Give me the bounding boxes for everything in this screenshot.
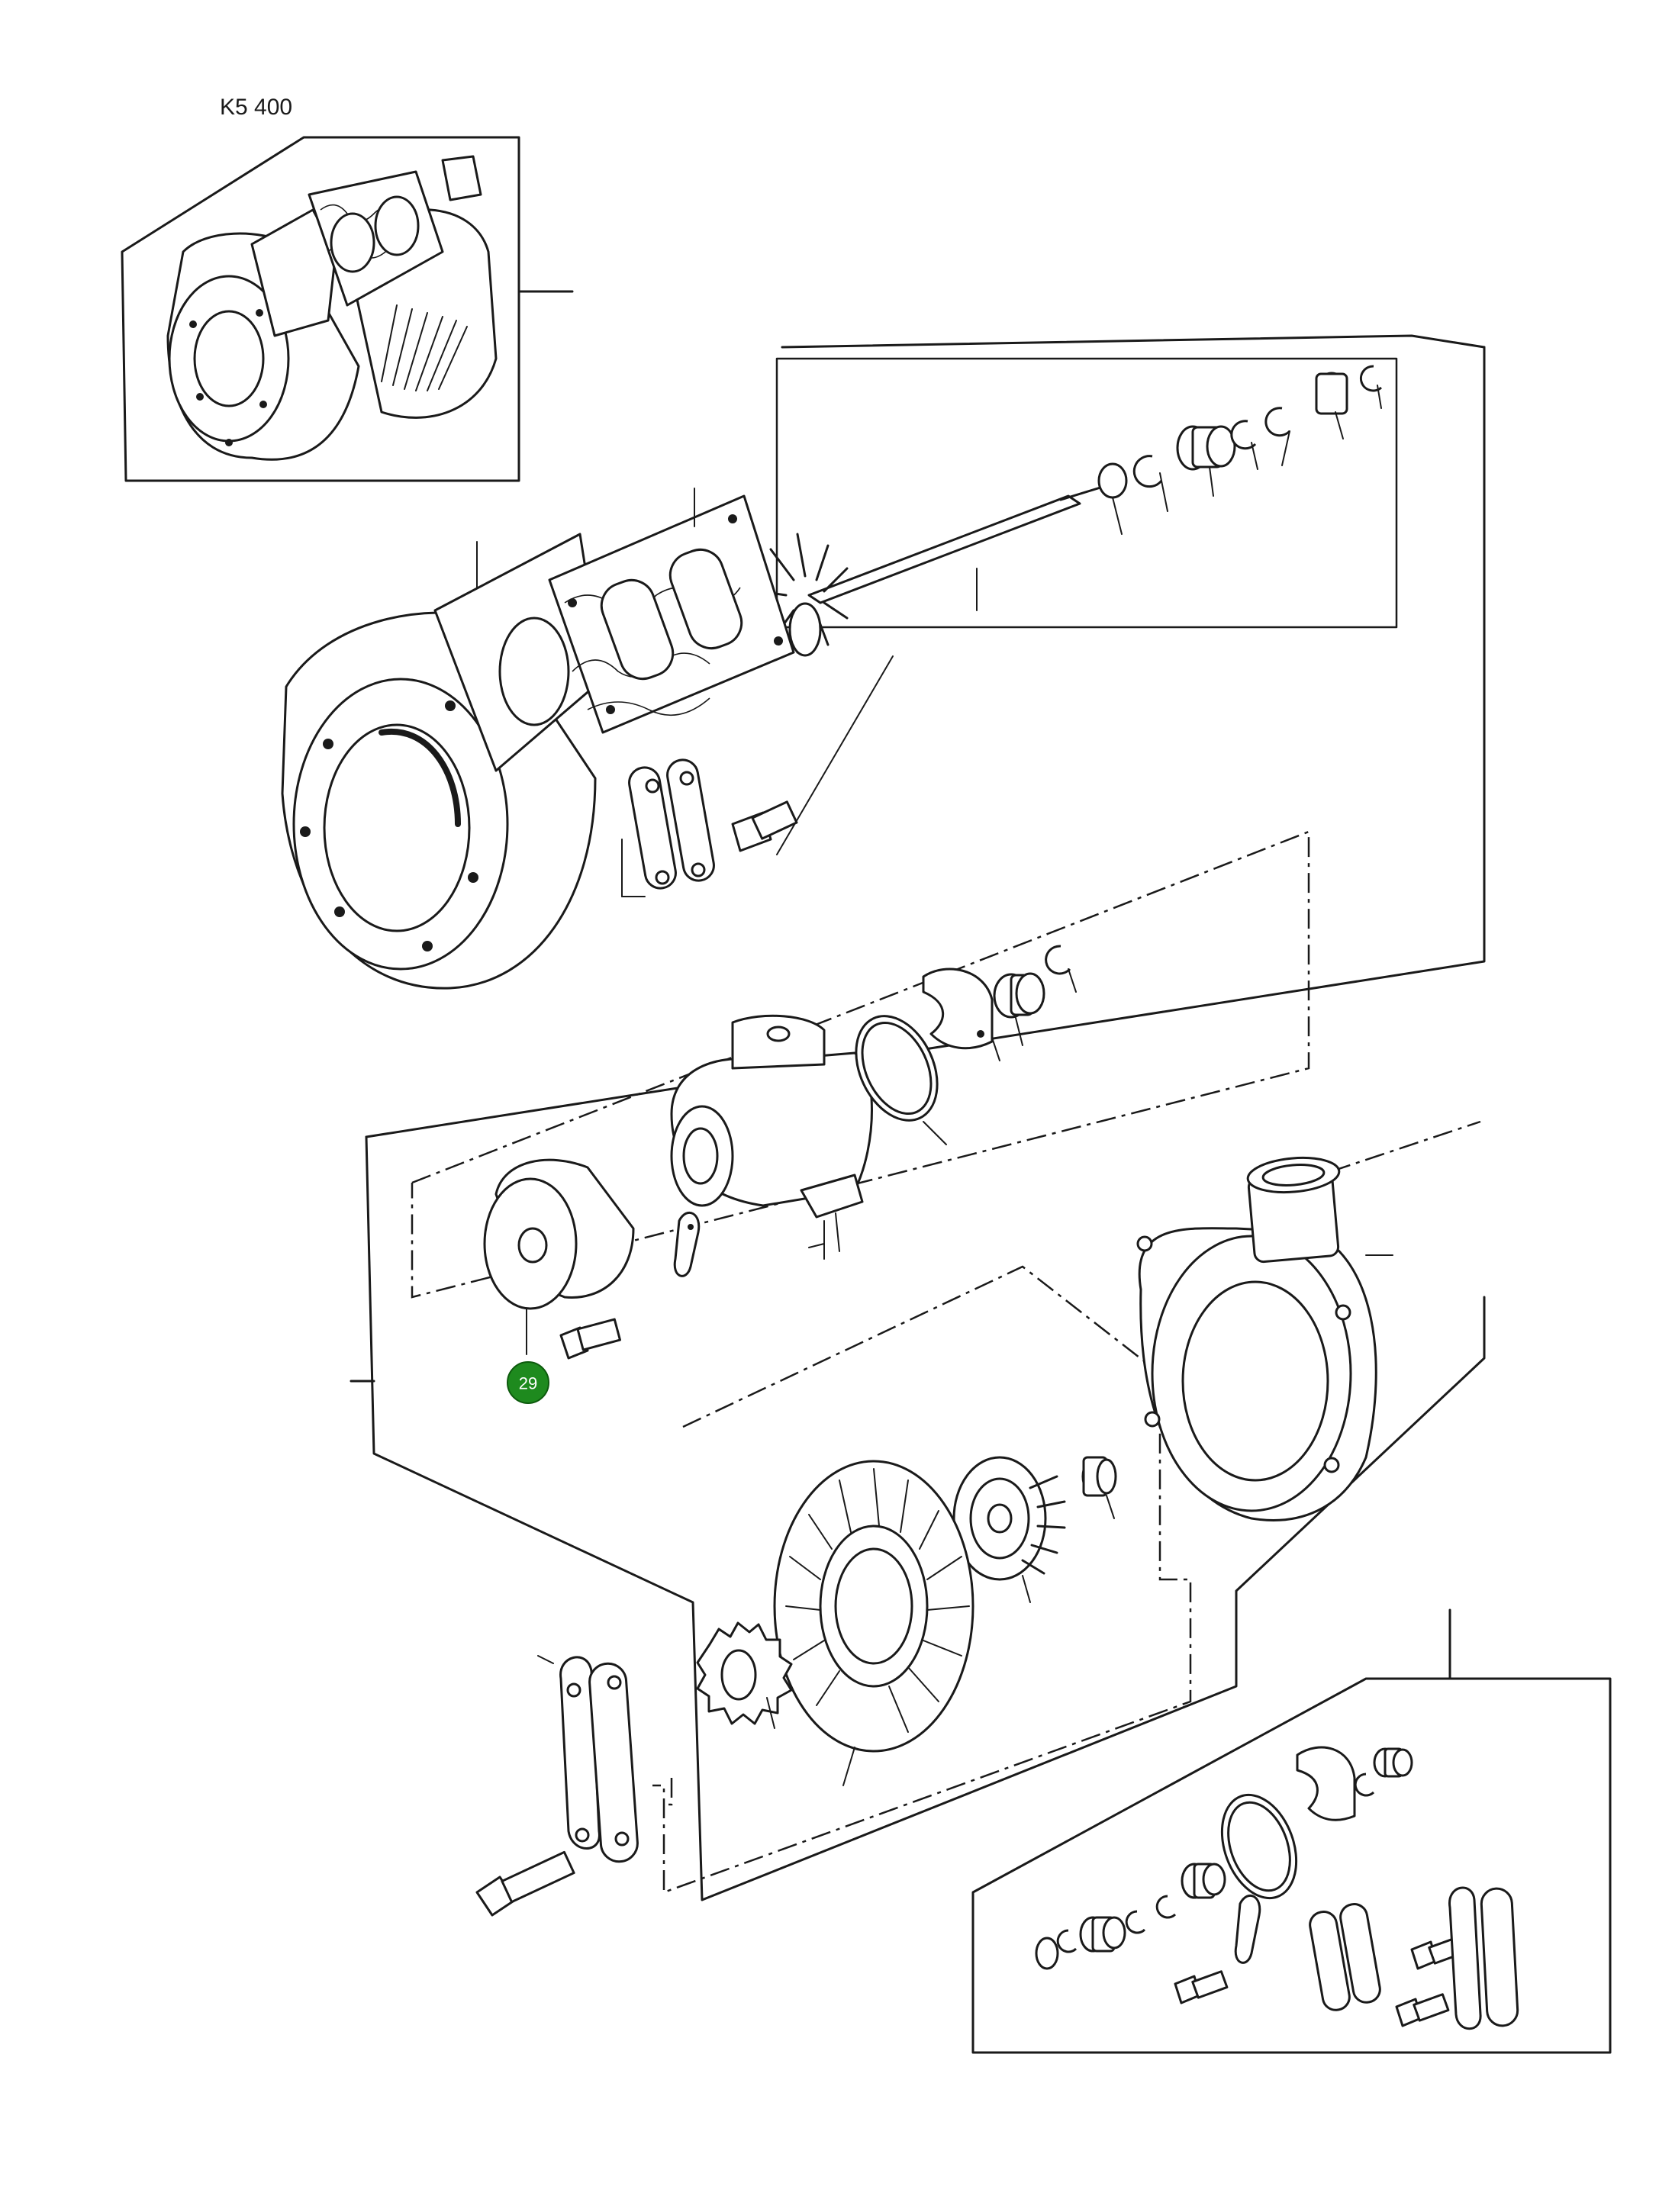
retaining-clip xyxy=(673,1211,825,1277)
callout-29-label: 29 xyxy=(519,1374,537,1393)
service-kit-box xyxy=(971,1608,1612,2054)
turbine-clamp-plates xyxy=(621,758,798,897)
callout-29[interactable]: 29 xyxy=(507,1361,549,1404)
nozzle-ring xyxy=(773,1460,974,1786)
star-washer xyxy=(696,1621,793,1729)
shaft-bearing-parts xyxy=(1097,365,1382,535)
compressor-backplate xyxy=(483,1158,635,1360)
exhaust-gasket xyxy=(548,488,795,734)
lower-clamp-plates xyxy=(475,1655,639,1917)
compressor-cover xyxy=(1136,1156,1393,1521)
bearing-housing xyxy=(670,1014,873,1252)
thrust-bearing xyxy=(993,945,1077,1046)
header-code: K5 400 xyxy=(220,95,292,120)
o-ring xyxy=(855,1015,947,1145)
inset-assembled-view xyxy=(121,136,574,482)
compressor-nut xyxy=(1081,1456,1117,1519)
compressor-wheel xyxy=(952,1456,1066,1603)
thrust-collar xyxy=(922,968,1000,1061)
turbine-wheel-shaft xyxy=(758,483,1112,657)
dashed-groups xyxy=(411,830,1481,1894)
callout-29-circle[interactable] xyxy=(507,1361,549,1404)
